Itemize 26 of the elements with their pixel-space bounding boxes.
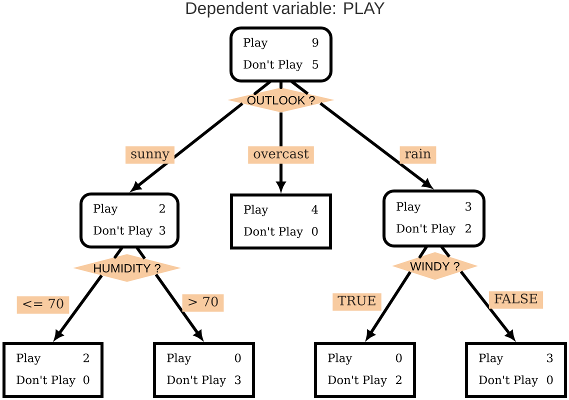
edge-label: rain	[400, 146, 436, 164]
tree-node-box: Play 2 Don't Play 3	[80, 192, 180, 248]
edge-label: > 70	[182, 294, 224, 312]
tree-node-box: Play 9 Don't Play 5	[230, 26, 332, 82]
leaf-box: Play 0 Don't Play 3	[153, 342, 255, 398]
arrow	[460, 270, 515, 340]
arrow	[276, 112, 286, 191]
edge-label: overcast	[248, 146, 314, 164]
edge-label: <= 70	[16, 296, 70, 314]
arrow	[366, 271, 412, 340]
leaf-box: Play 4 Don't Play 0	[230, 194, 332, 250]
leaf-box: Play 0 Don't Play 2	[314, 342, 416, 398]
leaf-box: Play 3 Don't Play 0	[465, 342, 567, 398]
arrow	[319, 102, 432, 188]
connector-line	[114, 246, 146, 260]
arrow	[154, 274, 203, 340]
leaf-box: Play 2 Don't Play 0	[2, 342, 104, 398]
arrow	[54, 274, 103, 340]
edge-label: sunny	[126, 146, 174, 164]
edge-label: FALSE	[488, 291, 544, 309]
connector-line	[254, 80, 309, 96]
title: Dependent variable: PLAY	[186, 2, 385, 18]
tree-node-box: Play 3 Don't Play 2	[382, 190, 486, 248]
connector-line	[418, 244, 451, 258]
edge-label: TRUE	[332, 293, 382, 311]
arrow	[132, 102, 244, 192]
